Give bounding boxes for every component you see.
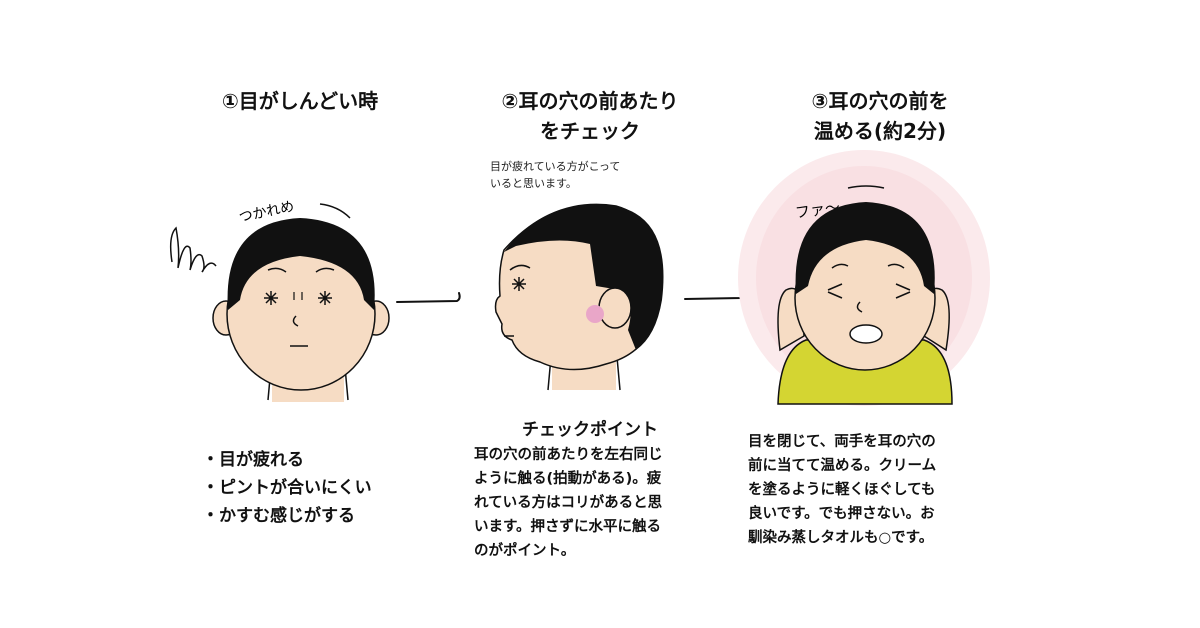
body-line: 前に当てて温める。クリーム <box>748 458 937 474</box>
body-line: 目を閉じて、両手を耳の穴の <box>748 434 936 450</box>
body-line: 馴染み蒸しタオルも○です。 <box>748 530 934 546</box>
panel-2-title: ②耳の穴の前あたり をチェック <box>440 86 740 146</box>
relaxed-face-illustration: ファ〜 <box>738 150 990 406</box>
body-line: を塗るように軽くほぐしても <box>748 482 936 498</box>
panel-3-title-line1: ③耳の穴の前を <box>811 89 949 113</box>
tired-face-illustration: つかれめ <box>169 199 390 402</box>
panel-warm-ears: ③耳の穴の前を 温める(約2分) ファ〜 目を閉じて、両手を耳の穴の 前に当てて… <box>720 0 1040 628</box>
pulse-point-marker <box>586 305 604 323</box>
panel-2-title-line1: ②耳の穴の前あたり <box>501 89 679 113</box>
body-line: れている方はコリがあると思 <box>474 495 663 511</box>
warming-instructions: 目を閉じて、両手を耳の穴の 前に当てて温める。クリーム を塗るように軽くほぐして… <box>748 430 1008 550</box>
body-line: のがポイント。 <box>474 543 576 559</box>
panel-1-title: ①目がしんどい時 <box>221 89 379 113</box>
checkpoint-heading: チェックポイント <box>522 420 658 440</box>
symptom-item: ・目が疲れる <box>202 450 304 470</box>
arrow-1-to-2 <box>396 292 461 303</box>
panel-check-ear: ②耳の穴の前あたり をチェック 目が疲れている方がこって いると思います。 チェ… <box>440 0 740 628</box>
panel-2-title-line2: をチェック <box>540 119 640 143</box>
note-line: いると思います。 <box>490 177 577 190</box>
body-line: います。押さずに水平に触る <box>474 519 662 535</box>
stress-squiggle <box>169 226 217 273</box>
panel-3-title-line2: 温める(約2分) <box>813 119 947 143</box>
symptom-item: ・ピントが合いにくい <box>202 478 372 498</box>
body-line: 耳の穴の前あたりを左右同じ <box>474 447 663 463</box>
panel-2-note: 目が疲れている方がこって いると思います。 <box>490 158 620 192</box>
body-line: ように触る(拍動がある)。疲 <box>474 471 662 487</box>
symptom-item: ・かすむ感じがする <box>202 506 355 526</box>
panel-3-title: ③耳の穴の前を 温める(約2分) <box>720 86 1040 146</box>
symptom-list: ・目が疲れる ・ピントが合いにくい ・かすむ感じがする <box>202 446 372 530</box>
checkpoint-body: 耳の穴の前あたりを左右同じ ように触る(拍動がある)。疲 れている方はコリがある… <box>474 443 714 563</box>
panel-tired-eyes: ①目がしんどい時 つかれめ ・目が疲れる ・ピントが合いにくい ・かすむ感じが <box>150 0 450 628</box>
body-line: 良いです。でも押さない。お <box>748 506 935 522</box>
note-line: 目が疲れている方がこって <box>490 160 621 173</box>
side-face-illustration <box>494 203 664 391</box>
